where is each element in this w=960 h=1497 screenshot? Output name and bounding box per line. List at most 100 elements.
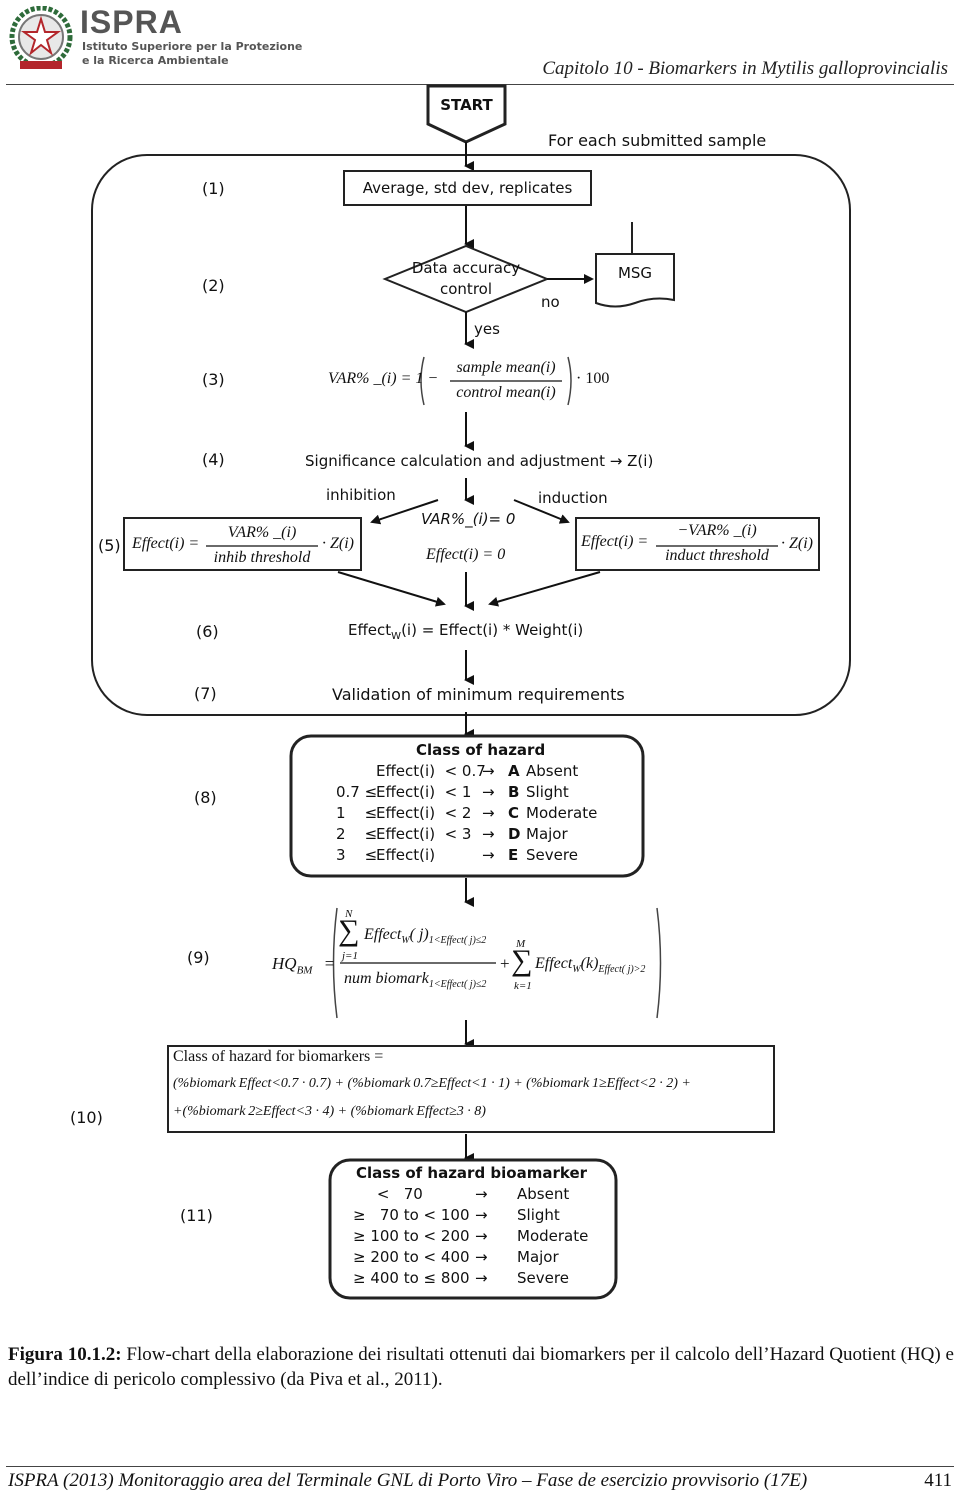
- hq-den-a: num biomark: [344, 970, 429, 987]
- bio-row: ≥ 100 to < 200→Moderate: [353, 1227, 613, 1248]
- hq-t2-b: (k): [580, 955, 599, 972]
- formula-10-box: [167, 1045, 775, 1133]
- step-9-number: (9): [187, 948, 210, 967]
- arrow-right-icon: →: [482, 762, 495, 780]
- var-formula-num: sample mean(i): [456, 359, 556, 376]
- var-formula-den: control mean(i): [456, 384, 556, 401]
- arrow-right-icon: →: [482, 825, 495, 843]
- hazard-row-label: Absent: [526, 762, 579, 780]
- logo-text: ISPRA: [80, 4, 183, 40]
- bio-row-label: Moderate: [517, 1227, 589, 1245]
- arrow-right-icon: →: [475, 1269, 488, 1287]
- formula-10-line1: (%biomark Effect<0.7 · 0.7) + (%biomark …: [173, 1076, 691, 1091]
- hazard-row-lower-bound: 1 ≤: [336, 804, 378, 822]
- hq-plus: +: [500, 954, 510, 973]
- inhibition-box: [123, 517, 362, 571]
- hazard-title: Class of hazard: [416, 741, 546, 759]
- step-4-number: (4): [202, 450, 225, 469]
- hazard-row-label: Moderate: [526, 804, 598, 822]
- footer-text: ISPRA (2013) Monitoraggio area del Termi…: [8, 1470, 808, 1491]
- hazard-row-lower-bound: 2 ≤: [336, 825, 378, 843]
- hazard-class-box: [289, 734, 645, 878]
- sum1-bot: j=1: [342, 950, 358, 962]
- step-6-number: (6): [196, 622, 219, 641]
- weighted-effect-b: (i) = Effect(i) * Weight(i): [401, 621, 584, 639]
- arrow-right-icon: →: [475, 1206, 488, 1224]
- sample-loop-container: [91, 154, 851, 716]
- hazard-row-label: Slight: [526, 783, 569, 801]
- bio-row-range: ≥ 200 to < 400: [353, 1248, 470, 1266]
- page-number: 411: [924, 1470, 952, 1491]
- logo-subtitle-2: e la Ricerca Ambientale: [82, 54, 229, 67]
- start-label: START: [440, 96, 493, 114]
- step-7-number: (7): [194, 684, 217, 703]
- hazard-row-condition: Effect(i) < 1: [376, 783, 472, 801]
- diamond-line-2: control: [440, 280, 492, 298]
- sum2-sigma-icon: ∑: [511, 944, 533, 977]
- flowchart-connectors: [91, 84, 851, 1300]
- inhibition-label: inhibition: [326, 486, 396, 504]
- weighted-effect-a: Effect: [348, 621, 392, 639]
- hq-formula: HQBM =: [272, 954, 334, 976]
- hazard-row: Effect(i) < 0.7→ A Absent: [336, 762, 636, 783]
- yes-label: yes: [474, 320, 500, 338]
- inhib-num: VAR% _(i): [227, 524, 297, 541]
- no-label: no: [541, 293, 560, 311]
- weighted-effect-eq: EffectW(i) = Effect(i) * Weight(i): [348, 621, 583, 642]
- arrow-right-icon: →: [475, 1227, 488, 1245]
- bio-row: ≥ 400 to ≤ 800→Severe: [353, 1269, 613, 1290]
- bio-row-label: Major: [517, 1248, 559, 1266]
- hazard-row-condition: Effect(i) < 3: [376, 825, 472, 843]
- sum1-sigma-icon: ∑: [338, 914, 360, 947]
- hq-num-w: W: [401, 935, 410, 947]
- hq-t2-sub: Effect( j)>2: [598, 964, 646, 976]
- significance-text: Significance calculation and adjustment …: [305, 452, 654, 470]
- step-3-number: (3): [202, 370, 225, 389]
- hazard-row-lower-bound: 3 ≤: [336, 846, 378, 864]
- inhib-lhs: Effect(i) =: [132, 535, 200, 552]
- hazard-row-class: C: [508, 804, 520, 822]
- arrow-right-icon: →: [482, 846, 495, 864]
- sum1-top: N: [345, 908, 353, 920]
- hazard-row-class: A: [508, 762, 520, 780]
- step-1-box: Average, std dev, replicates: [343, 170, 592, 206]
- hq-t2-w: W: [572, 964, 581, 976]
- hazard-row-condition: Effect(i) < 0.7: [376, 762, 486, 780]
- hazard-row-label: Major: [526, 825, 568, 843]
- hazard-row-condition: Effect(i): [376, 846, 436, 864]
- induct-num: −VAR% _(i): [677, 522, 757, 539]
- bio-hazard-box: [328, 1158, 618, 1300]
- step-10-number: (10): [70, 1108, 103, 1127]
- bio-row: ≥ 70 to < 100 → Slight: [353, 1206, 613, 1227]
- hq-den-sub: 1<Effect( j)≤2: [428, 979, 487, 991]
- var-formula-lhs: VAR% _(i) = 1 −: [328, 370, 439, 387]
- inhib-rhs: · Z(i): [322, 535, 354, 552]
- inhib-den: inhib threshold: [213, 549, 311, 566]
- hq-t2-a: Effect: [535, 955, 573, 972]
- bio-row: < 70→Absent: [353, 1185, 613, 1206]
- logo-subtitle-1: Istituto Superiore per la Protezione: [82, 40, 303, 53]
- induction-box: [575, 517, 820, 571]
- bio-row-range: ≥ 70 to < 100: [353, 1206, 470, 1224]
- mid-top-eq: VAR%_(i)= 0: [421, 510, 516, 528]
- diamond-line-1: Data accuracy: [411, 259, 521, 277]
- caption-text: Flow-chart della elaborazione dei risult…: [8, 1344, 954, 1390]
- step-5-number: (5): [98, 536, 121, 555]
- bio-row: ≥ 200 to < 400→Major: [353, 1248, 613, 1269]
- accuracy-diamond: [382, 244, 550, 314]
- step-1-text: Average, std dev, replicates: [362, 179, 573, 197]
- hazard-row-class: D: [508, 825, 521, 843]
- bio-row-range: < 70: [353, 1185, 423, 1203]
- step-11-number: (11): [180, 1206, 213, 1225]
- bio-title: Class of hazard bioamarker: [356, 1164, 588, 1182]
- bio-row-range: ≥ 400 to ≤ 800: [353, 1269, 470, 1287]
- msg-label: MSG: [617, 264, 653, 282]
- weighted-effect-sub: W: [391, 631, 402, 642]
- msg-document: [595, 253, 675, 308]
- bio-row-label: Slight: [517, 1206, 560, 1224]
- arrow-right-icon: →: [482, 804, 495, 822]
- induct-lhs: Effect(i) =: [581, 533, 649, 550]
